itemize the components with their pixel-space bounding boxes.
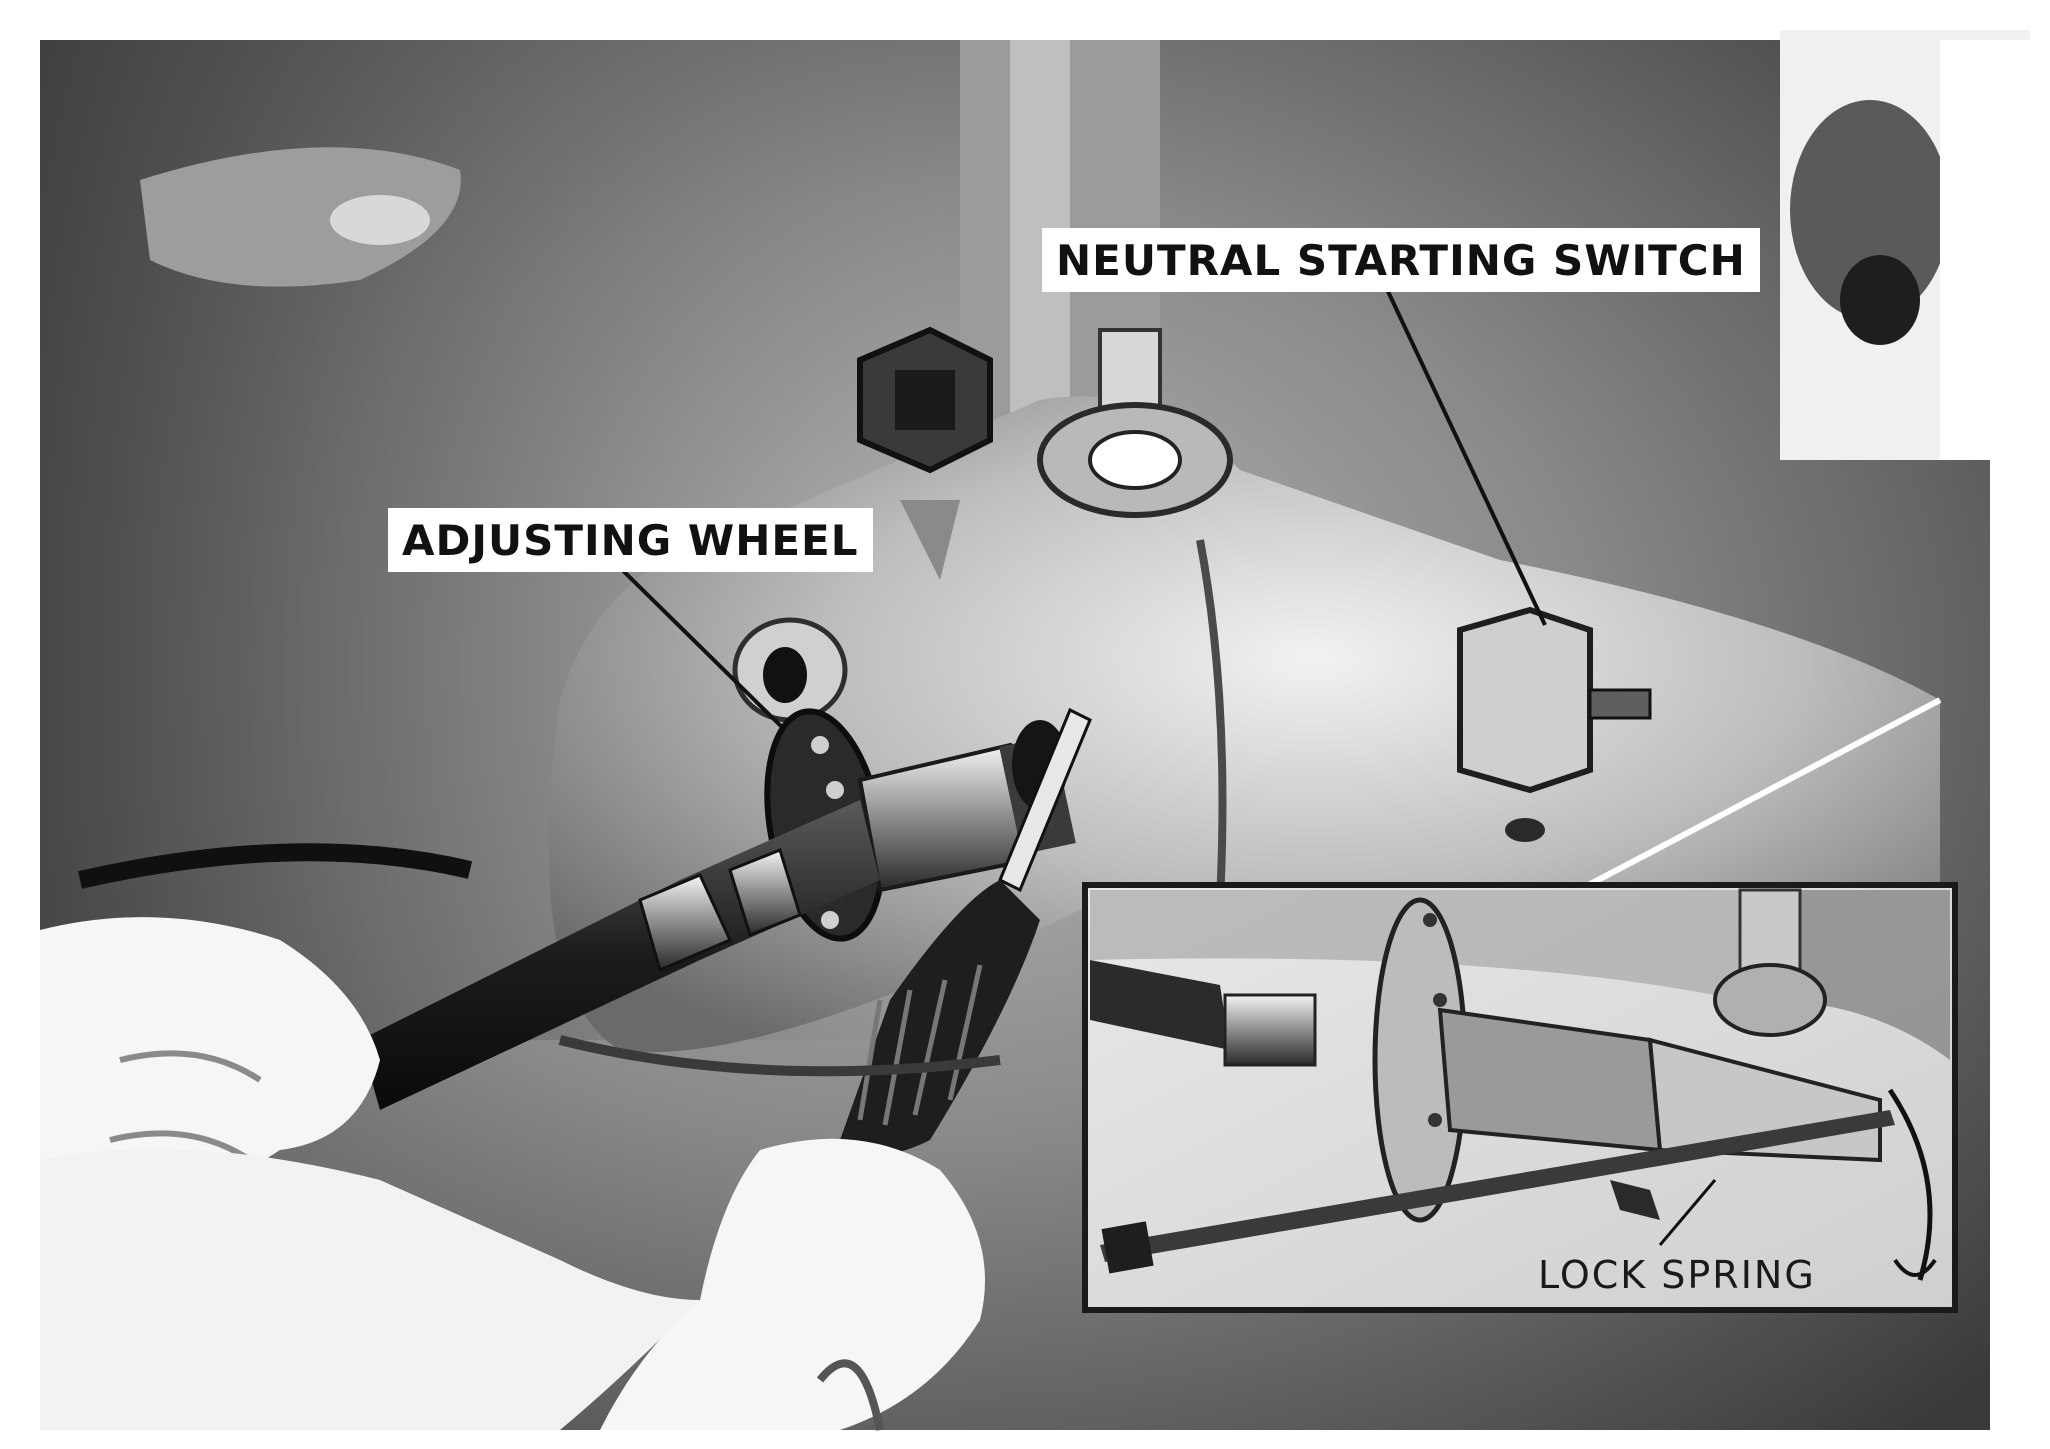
neutral-switch-body — [1457, 606, 1593, 794]
inset-photo — [1082, 882, 1958, 1313]
right-hand — [600, 1138, 985, 1430]
neutral-switch-leader — [1383, 284, 1547, 626]
lock-spring-label: LOCK SPRING — [1538, 1253, 1816, 1297]
adjusting-wheel-leader — [598, 546, 792, 737]
neutral-starting-switch-label: NEUTRAL STARTING SWITCH — [1042, 228, 1760, 292]
adjusting-wheel-label: ADJUSTING WHEEL — [388, 508, 873, 572]
lock-spring-leader — [1658, 1179, 1717, 1246]
